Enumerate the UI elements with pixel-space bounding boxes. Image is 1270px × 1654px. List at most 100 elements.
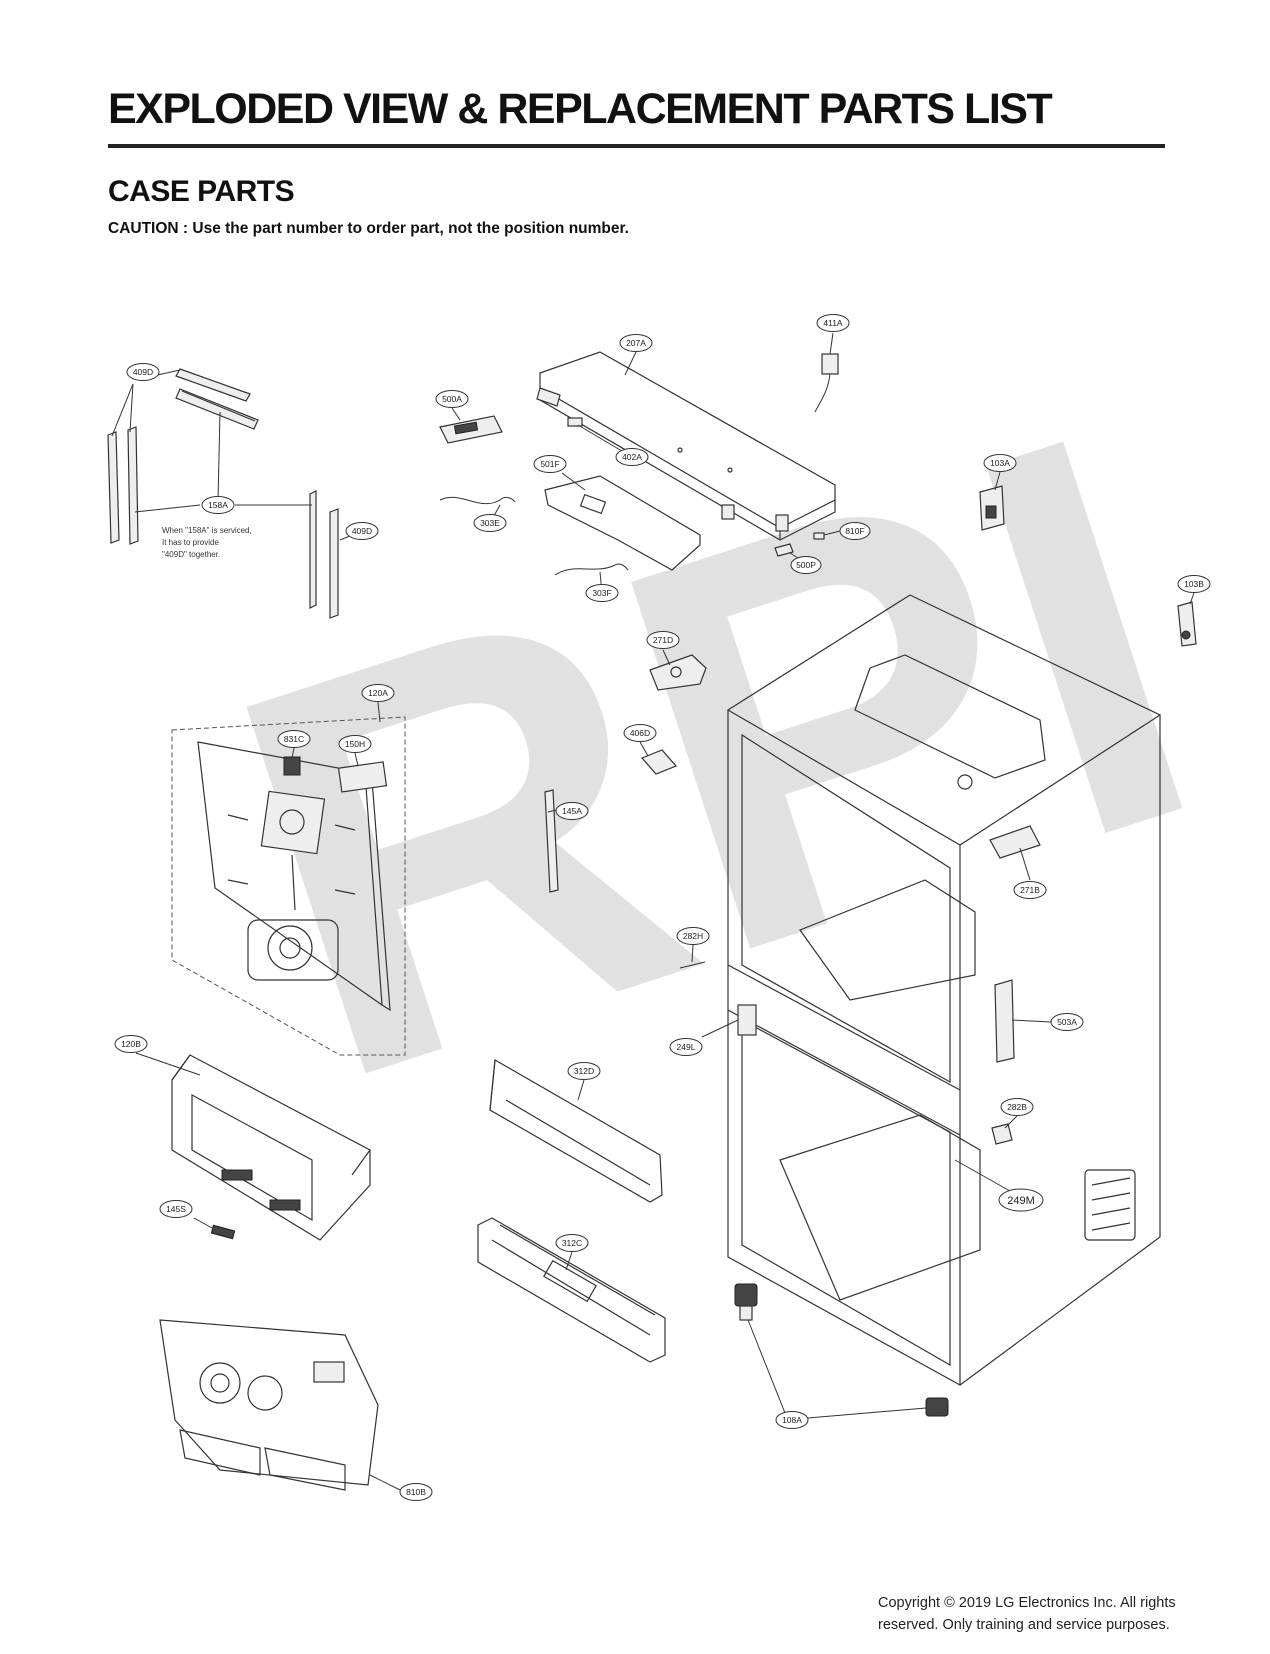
svg-text:409D: 409D: [352, 526, 372, 536]
part-145A: [544, 789, 559, 893]
callout-500P: 500P: [790, 556, 822, 574]
svg-text:810B: 810B: [406, 1487, 426, 1497]
callout-303F: 303F: [585, 584, 619, 602]
svg-text:409D: 409D: [133, 367, 153, 377]
rpi-watermark: RPI: [173, 314, 1254, 1198]
callout-282B: 282B: [1000, 1098, 1034, 1116]
svg-text:312D: 312D: [574, 1066, 594, 1076]
part-207A-cover: [536, 351, 836, 541]
svg-text:312C: 312C: [562, 1238, 582, 1248]
callout-249M: 249M: [998, 1188, 1044, 1212]
callout-120B: 120B: [114, 1035, 148, 1053]
callout-409D-top: 409D: [126, 363, 160, 381]
copyright-line-1: Copyright © 2019 LG Electronics Inc. All…: [878, 1595, 1176, 1611]
callout-145S: 145S: [159, 1200, 193, 1218]
svg-text:282B: 282B: [1007, 1102, 1027, 1112]
svg-text:411A: 411A: [823, 318, 843, 328]
part-810B-assembly: [159, 1319, 379, 1491]
part-312D-bin: [489, 1059, 663, 1203]
svg-text:150H: 150H: [345, 739, 365, 749]
part-282B: [991, 1123, 1013, 1145]
svg-text:303E: 303E: [480, 518, 500, 528]
part-108A-legs: [734, 1283, 949, 1417]
callout-312C: 312C: [555, 1234, 589, 1252]
svg-text:501F: 501F: [540, 459, 559, 469]
svg-text:145A: 145A: [562, 806, 582, 816]
svg-text:282H: 282H: [683, 931, 703, 941]
part-249L: [737, 1004, 757, 1036]
part-406D: [640, 749, 678, 775]
callout-145A: 145A: [555, 802, 589, 820]
part-501F-bracket: [544, 475, 701, 571]
part-503A: [994, 979, 1015, 1063]
section-heading: CASE PARTS: [108, 175, 295, 208]
svg-text:503A: 503A: [1057, 1017, 1077, 1027]
part-120A-group-boundary: [171, 716, 406, 1056]
part-103B: [1177, 601, 1197, 647]
svg-text:500A: 500A: [442, 394, 462, 404]
callout-271D: 271D: [646, 631, 680, 649]
part-103A: [979, 485, 1005, 531]
part-cabinet: [726, 594, 1162, 1387]
callout-249L: 249L: [669, 1038, 703, 1056]
svg-text:271D: 271D: [653, 635, 673, 645]
callout-810B: 810B: [399, 1483, 433, 1501]
caution-note: CAUTION : Use the part number to order p…: [108, 220, 629, 237]
svg-text:406D: 406D: [630, 728, 650, 738]
callout-501F: 501F: [533, 455, 567, 473]
svg-text:When "158A" is serviced,: When "158A" is serviced,: [162, 526, 252, 535]
svg-text:120B: 120B: [121, 1039, 141, 1049]
part-120B-cover: [171, 1054, 371, 1241]
part-500A-pcb: [439, 415, 503, 444]
part-150H-label: [337, 761, 388, 793]
svg-text:158A: 158A: [208, 500, 228, 510]
note-158A: When "158A" is serviced, It has to provi…: [162, 526, 252, 559]
svg-text:It has to provide: It has to provide: [162, 538, 219, 547]
callout-406D: 406D: [623, 724, 657, 742]
part-500P: [774, 543, 794, 557]
callout-312D: 312D: [567, 1062, 601, 1080]
part-282H: [679, 961, 706, 969]
part-409D-158A-strips: [107, 368, 339, 619]
callout-503A: 503A: [1050, 1013, 1084, 1031]
callout-409D-right: 409D: [345, 522, 379, 540]
callout-402A: 402A: [615, 448, 649, 466]
part-303F-wire: [554, 563, 629, 576]
callout-411A: 411A: [816, 314, 850, 332]
part-271D: [649, 654, 707, 691]
copyright-notice: Copyright © 2019 LG Electronics Inc. All…: [878, 1592, 1238, 1636]
callout-207A: 207A: [619, 334, 653, 352]
svg-text:500P: 500P: [796, 560, 816, 570]
callout-150H: 150H: [338, 735, 372, 753]
svg-text:303F: 303F: [592, 588, 611, 598]
part-831C: [283, 756, 301, 776]
callout-271B: 271B: [1013, 881, 1047, 899]
svg-text:103A: 103A: [990, 458, 1010, 468]
callout-103B: 103B: [1177, 575, 1211, 593]
callout-303E: 303E: [473, 514, 507, 532]
svg-text:120A: 120A: [368, 688, 388, 698]
copyright-line-2: reserved. Only training and service purp…: [878, 1617, 1170, 1633]
svg-text:103B: 103B: [1184, 579, 1204, 589]
svg-text:108A: 108A: [782, 1415, 802, 1425]
svg-text:249L: 249L: [677, 1042, 696, 1052]
svg-text:831C: 831C: [284, 734, 304, 744]
leader-lines: [111, 332, 1195, 1491]
title-underline: [108, 144, 1165, 148]
page-title: EXPLODED VIEW & REPLACEMENT PARTS LIST: [108, 85, 1053, 133]
svg-text:145S: 145S: [166, 1204, 186, 1214]
callout-103A: 103A: [983, 454, 1017, 472]
part-303E-wire: [439, 496, 516, 505]
part-810F: [813, 532, 825, 540]
callout-500A: 500A: [435, 390, 469, 408]
callout-120A: 120A: [361, 684, 395, 702]
part-312C-tray: [477, 1217, 666, 1363]
svg-text:402A: 402A: [622, 452, 642, 462]
callout-810F: 810F: [839, 522, 871, 540]
svg-text:"409D" together.: "409D" together.: [162, 550, 220, 559]
svg-text:207A: 207A: [626, 338, 646, 348]
callout-831C: 831C: [277, 730, 311, 748]
svg-text:810F: 810F: [845, 526, 864, 536]
callout-158A: 158A: [201, 496, 235, 514]
